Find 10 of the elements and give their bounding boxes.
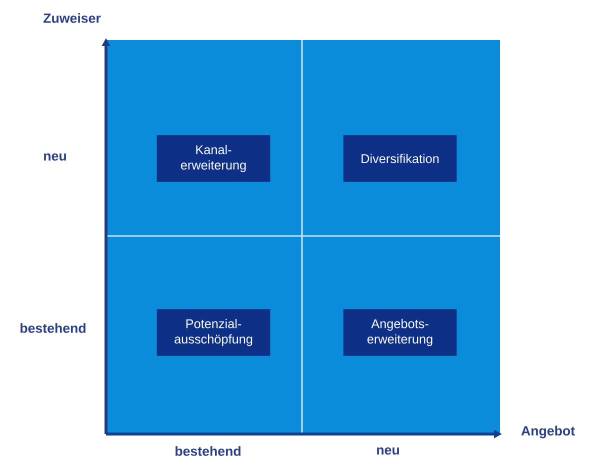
strategy-box: Diversifikation <box>343 135 457 182</box>
axis-label: bestehend <box>20 323 86 333</box>
axis-label: bestehend <box>176 446 240 456</box>
strategy-box: Angebots- erweiterung <box>343 309 457 356</box>
axis-title: Angebot <box>521 426 575 438</box>
axis-label: neu <box>377 447 399 455</box>
strategy-box: Kanal- erweiterung <box>156 135 270 182</box>
axis-title: Zuweiser <box>44 13 101 23</box>
strategy-box: Potenzial- ausschöpfung <box>156 309 270 356</box>
axis-label: neu <box>44 153 66 161</box>
